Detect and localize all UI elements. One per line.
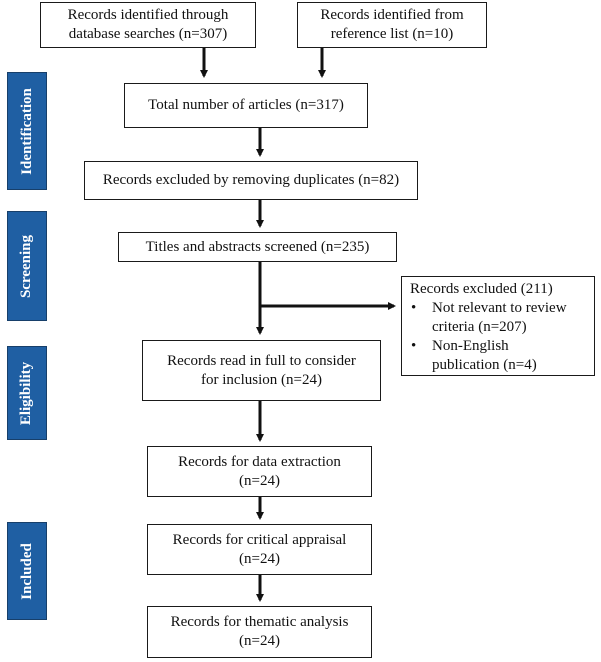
duplicates-removed-line1: Records excluded by removing duplicates … [102,172,400,188]
read-in-full-line2: for inclusion (n=24) [201,371,322,388]
reference-list-line1: Records identified from [320,7,464,23]
excluded-reason-1-line1: Not relevant to review [432,300,567,316]
box-read-in-full: Records read in full to consider for inc… [142,340,381,401]
bullet-icon: • [411,338,417,354]
box-database-searches: Records identified through database sear… [40,2,256,48]
box-titles-abstracts: Titles and abstracts screened (n=235) [118,232,397,262]
critical-appraisal-line1: Records for critical appraisal [172,531,347,548]
thematic-analysis-line2: (n=24) [239,633,280,649]
stage-included: Included [7,522,47,620]
box-data-extraction: Records for data extraction (n=24) [147,446,372,497]
box-records-excluded: Records excluded (211) • Not relevant to… [401,276,595,376]
stage-eligibility: Eligibility [7,346,47,440]
excluded-reason-2-line2: publication (n=4) [432,357,537,373]
box-total-articles: Total number of articles (n=317) [124,83,368,128]
list-item: • Not relevant to review criteria (n=207… [408,299,588,337]
excluded-reason-1-line2: criteria (n=207) [432,319,527,335]
critical-appraisal-line2: (n=24) [239,550,280,567]
stage-identification: Identification [7,72,47,190]
excluded-reasons-list: • Not relevant to review criteria (n=207… [408,299,588,375]
read-in-full-line1: Records read in full to consider [167,352,356,369]
excluded-heading: Records excluded (211) [410,281,553,297]
reference-list-line2: reference list (n=10) [330,26,454,42]
excluded-reason-2-line1: Non-English [432,338,509,354]
box-thematic-analysis: Records for thematic analysis (n=24) [147,606,372,658]
thematic-analysis-line1: Records for thematic analysis [170,614,349,630]
titles-abstracts-line1: Titles and abstracts screened (n=235) [145,238,370,255]
data-extraction-line2: (n=24) [239,472,280,489]
data-extraction-line1: Records for data extraction [178,453,341,470]
box-reference-list: Records identified from reference list (… [297,2,487,48]
bullet-icon: • [411,300,417,316]
database-searches-line1: Records identified through [67,7,229,23]
list-item: • Non-English publication (n=4) [408,337,588,375]
stage-screening: Screening [7,211,47,321]
box-critical-appraisal: Records for critical appraisal (n=24) [147,524,372,575]
total-articles-line1: Total number of articles (n=317) [148,97,344,113]
database-searches-line2: database searches (n=307) [68,26,228,42]
box-duplicates-removed: Records excluded by removing duplicates … [84,161,418,200]
